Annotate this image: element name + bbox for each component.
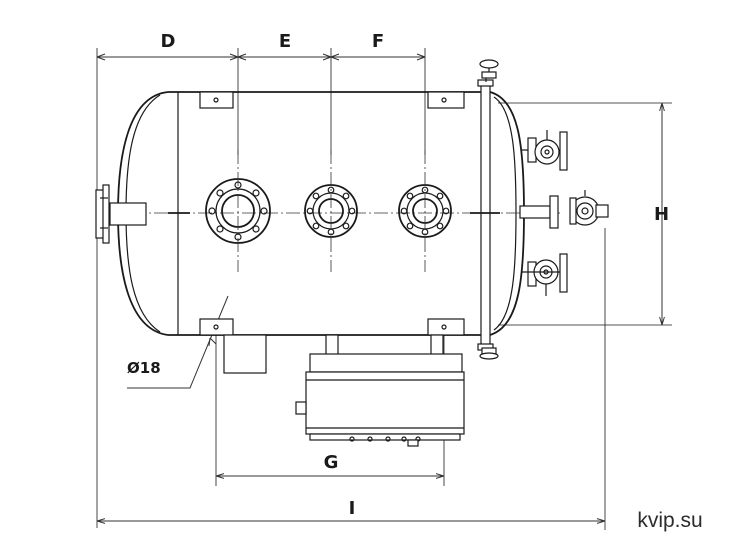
dim-label-e: E xyxy=(279,31,291,52)
hole-diameter-label: Ø18 xyxy=(127,359,161,377)
watermark: kvip.su xyxy=(637,509,702,532)
left-inlet-nozzle xyxy=(95,184,147,244)
mounting-lugs xyxy=(199,91,465,336)
bottom-unit xyxy=(223,334,465,447)
shell-flanges xyxy=(205,150,452,272)
right-valves xyxy=(519,130,609,296)
dim-label-d: D xyxy=(161,31,176,52)
dim-label-f: F xyxy=(372,31,384,52)
dim-label-i: I xyxy=(349,498,356,519)
dimension-lines xyxy=(96,48,672,530)
dim-label-h: H xyxy=(654,204,669,225)
dim-label-g: G xyxy=(324,452,339,473)
